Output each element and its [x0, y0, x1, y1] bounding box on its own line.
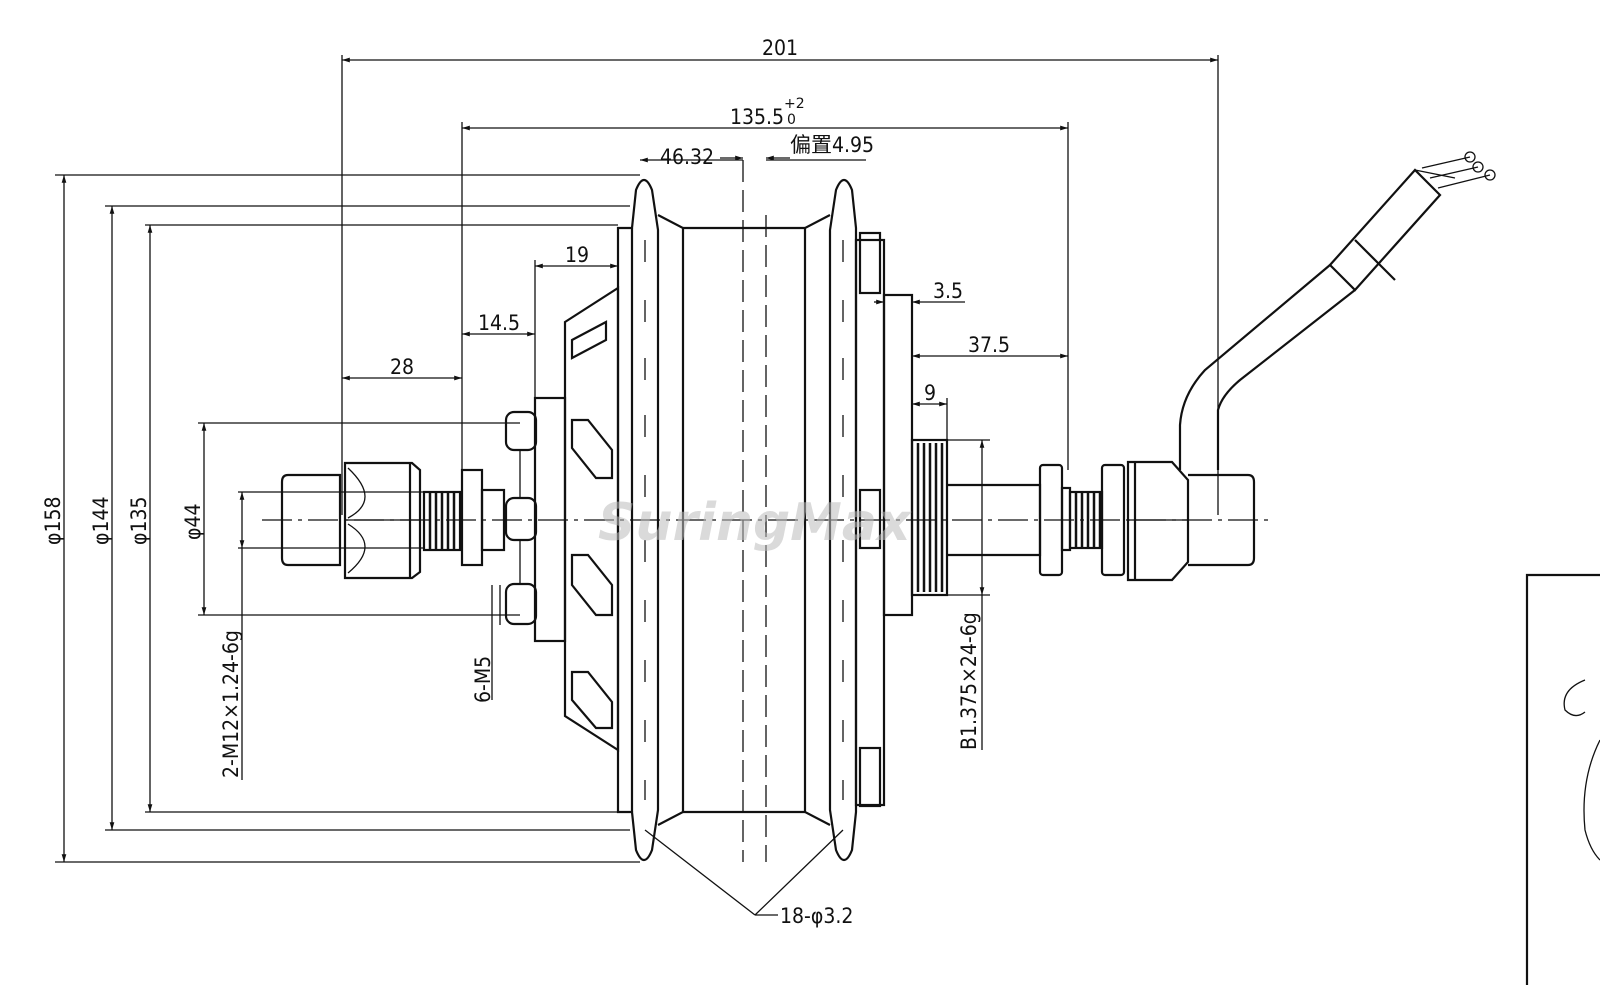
dim-dropout-width: 135.5 — [730, 105, 784, 129]
dim-overall-length: 201 — [762, 36, 798, 60]
callout-spoke-holes: 18-φ3.2 — [780, 904, 853, 928]
callout-bolts: 6-M5 — [471, 656, 495, 703]
dim-d135: φ135 — [127, 496, 151, 545]
dim-right-small: 3.5 — [933, 279, 963, 303]
dim-d44: φ44 — [181, 504, 205, 541]
dim-right-axle: 37.5 — [968, 333, 1010, 357]
left-thread-hatch — [428, 492, 456, 550]
right-cover — [854, 151, 1496, 808]
dim-dropout-tol-upper: +2 — [784, 96, 805, 112]
dim-d158: φ158 — [41, 496, 65, 545]
dim-offset-left: 46.32 — [660, 145, 714, 169]
dim-offset-right: 偏置4.95 — [790, 133, 874, 157]
dim-left-axle: 28 — [390, 355, 414, 379]
dim-dropout-tol-lower: 0 — [787, 112, 796, 128]
dim-flange-step: 19 — [565, 243, 589, 267]
hub-shell — [616, 160, 858, 862]
watermark: SuringMax — [598, 493, 912, 553]
callout-axle-thread: 2-M12×1.24-6g — [219, 630, 243, 778]
right-thread-hatch — [1074, 492, 1102, 548]
dim-left-inner: 14.5 — [478, 311, 520, 335]
dim-d144: φ144 — [89, 496, 113, 545]
freewheel-thread-hatch — [916, 443, 944, 592]
left-axle — [280, 461, 506, 580]
dimension-lines — [55, 55, 1219, 916]
side-view-fragment — [1525, 573, 1600, 985]
callout-freewheel-thread: B1.375×24-6g — [957, 612, 981, 750]
dim-right-thread-width: 9 — [924, 381, 936, 405]
